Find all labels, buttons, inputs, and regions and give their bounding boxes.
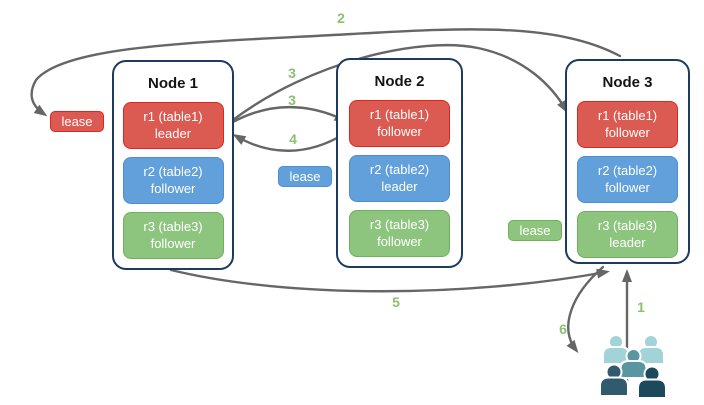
step-label-4: 4	[289, 131, 297, 147]
node-1: Node 1 r1 (table1) leader r2 (table2) fo…	[112, 60, 234, 270]
replica-role-label: leader	[381, 178, 418, 194]
replica-role-label: follower	[150, 235, 196, 251]
node-3-replica-r3: r3 (table3) leader	[577, 211, 678, 258]
replica-role-label: leader	[154, 125, 192, 141]
node-2-replica-r1: r1 (table1) follower	[349, 100, 450, 147]
node-2-replica-r3: r3 (table3) follower	[349, 210, 450, 257]
node-3: Node 3 r1 (table1) follower r2 (table2) …	[565, 59, 690, 264]
node-1-replica-r1: r1 (table1) leader	[122, 102, 224, 149]
replica-range-label: r3 (table3)	[597, 218, 658, 234]
replica-range-label: r3 (table3)	[143, 219, 203, 235]
node-2-title: Node 2	[374, 73, 425, 90]
replica-range-label: r2 (table2)	[369, 162, 430, 178]
node-3-replica-r1: r1 (table1) follower	[577, 101, 678, 148]
node-3-replica-r2: r2 (table2) follower	[577, 156, 678, 203]
replica-range-label: r1 (table1)	[143, 109, 203, 125]
lease-badge-r3: lease	[508, 220, 562, 241]
node-3-title: Node 3	[602, 74, 653, 91]
replica-range-label: r1 (table1)	[597, 108, 658, 124]
arrow-step-5	[169, 268, 610, 293]
replica-role-label: follower	[605, 179, 650, 195]
step-label-3a: 3	[288, 65, 296, 81]
replica-role-label: follower	[605, 124, 650, 140]
replica-role-label: follower	[377, 123, 422, 139]
replica-range-label: r3 (table3)	[369, 217, 430, 233]
node-1-replica-r3: r3 (table3) follower	[122, 212, 224, 259]
lease-badge-r1: lease	[50, 111, 104, 132]
replica-range-label: r2 (table2)	[597, 163, 658, 179]
node-1-title: Node 1	[147, 75, 198, 92]
arrow-step-3-to-node2	[231, 106, 348, 124]
replica-role-label: follower	[150, 180, 196, 196]
step-label-6: 6	[559, 321, 567, 337]
replica-range-label: r1 (table1)	[369, 107, 430, 123]
replica-range-label: r2 (table2)	[143, 164, 203, 180]
node-2-replica-r2: r2 (table2) leader	[349, 155, 450, 202]
replica-role-label: follower	[377, 233, 422, 249]
replica-role-label: leader	[609, 234, 646, 250]
step-label-3b: 3	[288, 92, 296, 108]
step-label-5: 5	[392, 294, 400, 310]
step-label-1: 1	[637, 299, 645, 315]
users-group-icon	[599, 334, 667, 399]
lease-badge-r2: lease	[278, 166, 332, 187]
node-2: Node 2 r1 (table1) follower r2 (table2) …	[336, 58, 463, 268]
node-1-replica-r2: r2 (table2) follower	[122, 157, 224, 204]
step-label-2: 2	[337, 10, 345, 26]
